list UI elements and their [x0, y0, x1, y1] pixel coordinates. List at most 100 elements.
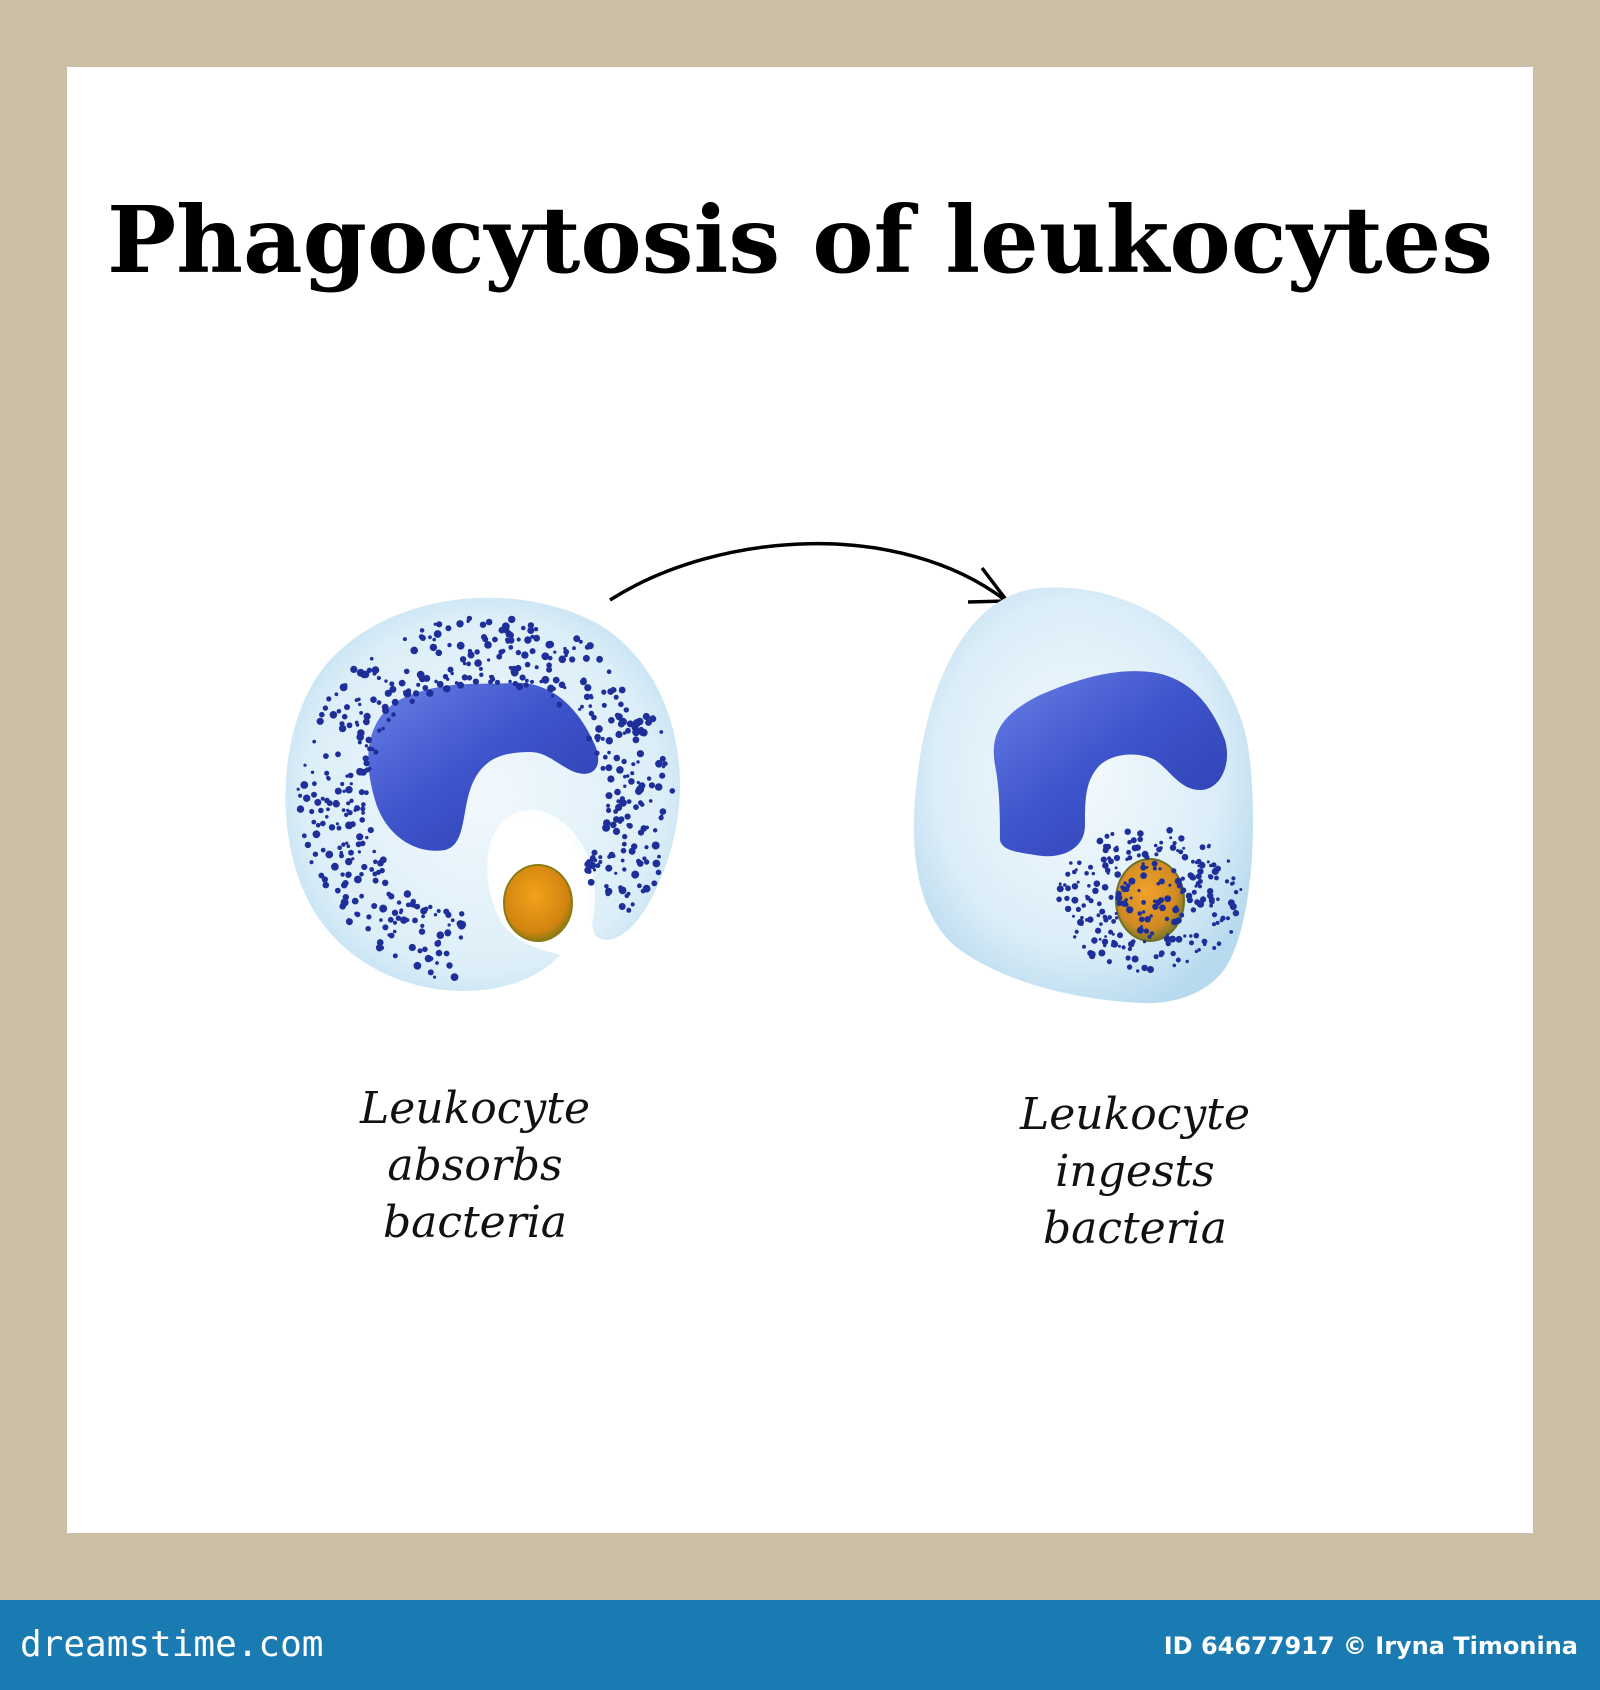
granule-dot [1072, 914, 1075, 918]
granule-dot [1096, 837, 1104, 845]
granule-dot [545, 640, 553, 649]
granule-dot [351, 857, 355, 861]
granule-dot [600, 736, 605, 741]
granule-dot [1141, 910, 1146, 914]
granule-dot [1149, 914, 1153, 918]
granule-dot [638, 782, 646, 790]
footer-logo[interactable]: dreamstime.com [20, 1624, 324, 1665]
granule-dot [373, 859, 378, 865]
granule-dot [519, 674, 526, 681]
granule-dot [605, 792, 613, 800]
granule-dot [403, 668, 410, 675]
granule-dot [387, 916, 394, 923]
granule-dot [1106, 959, 1112, 965]
granule-dot [345, 841, 349, 845]
granule-dot [1159, 840, 1164, 845]
granule-dot [508, 615, 516, 624]
granule-dot [357, 740, 362, 745]
granule-dot [581, 677, 587, 683]
granule-dot [1056, 896, 1062, 903]
nucleus-right [993, 671, 1228, 857]
granule-dot [1230, 881, 1234, 886]
granule-dot [341, 842, 346, 847]
granule-dot [1171, 918, 1178, 926]
granule-dot [1214, 875, 1219, 881]
granule-dot [588, 710, 595, 717]
granule-dot [628, 778, 635, 785]
granule-dot [1212, 946, 1217, 950]
granule-dot [419, 635, 426, 641]
granule-dot [616, 766, 624, 774]
granule-dot [492, 636, 498, 643]
granule-dot [320, 796, 325, 801]
granule-dot [591, 714, 597, 721]
granule-dot [395, 915, 402, 921]
granule-dot [391, 712, 396, 717]
leukocyte-absorbing [285, 597, 680, 992]
granule-dot [556, 701, 563, 708]
granule-dot [1211, 862, 1217, 868]
granule-dot [1197, 948, 1201, 952]
granule-dot [578, 639, 583, 644]
granule-dot [1091, 937, 1098, 944]
granule-dot [392, 920, 398, 925]
granule-dot [322, 881, 330, 889]
granule-dot [1130, 837, 1137, 844]
granule-dot [361, 670, 370, 679]
granule-dot [384, 679, 388, 683]
granule-dot [1144, 916, 1151, 923]
granule-dot [296, 787, 300, 791]
granule-dot [1169, 844, 1177, 851]
granule-dot [413, 904, 418, 909]
granule-dot [398, 679, 406, 687]
granule-dot [587, 878, 595, 886]
granule-dot [621, 841, 627, 847]
granule-dot [1233, 889, 1239, 895]
granule-dot [312, 781, 317, 787]
granule-dot [1084, 871, 1089, 876]
granule-dot [433, 630, 442, 638]
granule-dot [1126, 849, 1132, 855]
granule-dot [445, 625, 452, 632]
granule-dot [1101, 884, 1109, 891]
granule-dot [1136, 853, 1141, 858]
granule-dot [354, 720, 359, 725]
granule-dot [586, 735, 592, 742]
granule-dot [416, 682, 421, 687]
granule-dot [598, 855, 603, 860]
granule-dot [1231, 876, 1236, 881]
granule-dot [334, 692, 339, 697]
granule-dot [1114, 916, 1119, 920]
granules-left [296, 615, 676, 981]
granule-dot [447, 923, 451, 927]
granule-dot [533, 627, 539, 632]
granule-dot [630, 902, 635, 907]
granule-dot [1229, 930, 1234, 934]
granule-dot [598, 860, 603, 864]
granule-dot [1185, 892, 1193, 900]
granule-dot [1110, 832, 1115, 836]
granule-dot [459, 911, 465, 917]
granule-dot [1159, 904, 1166, 912]
granule-dot [474, 659, 482, 667]
granule-dot [1196, 900, 1205, 908]
granule-dot [626, 720, 634, 728]
granule-dot [630, 771, 635, 776]
granule-dot [610, 821, 617, 829]
granule-dot [1209, 903, 1213, 908]
granule-dot [605, 864, 613, 872]
granule-dot [487, 658, 491, 662]
granule-dot [340, 872, 345, 877]
granule-dot [363, 718, 370, 726]
granule-dot [1104, 833, 1110, 839]
granule-dot [1104, 867, 1111, 874]
granule-dot [1163, 935, 1171, 943]
granule-dot [375, 944, 384, 952]
granule-dot [482, 636, 489, 643]
granule-dot [551, 694, 555, 698]
granule-dot [428, 635, 432, 640]
granule-dot [547, 684, 555, 693]
granule-dot [649, 715, 657, 723]
granule-dot [334, 787, 342, 795]
granule-dot [1206, 844, 1211, 849]
